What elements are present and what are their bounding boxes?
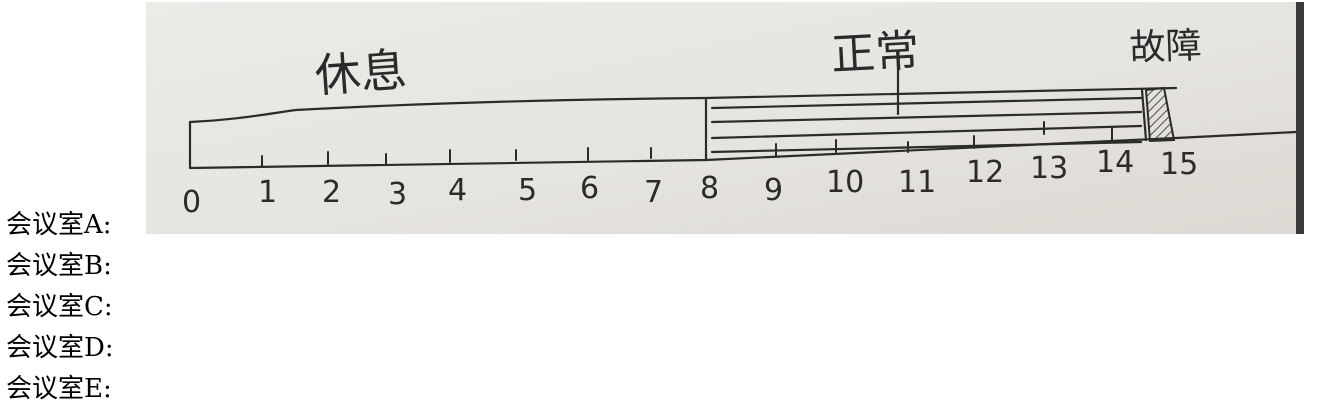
scale-number-4: 4 bbox=[448, 173, 467, 208]
hand-drawn-diagram-photo: 休息 正常 故障 0 1 2 3 4 5 6 7 8 9 10 11 12 13… bbox=[146, 2, 1304, 234]
scale-number-0: 0 bbox=[182, 185, 201, 220]
meeting-room-list: 会议室A: 会议室B: 会议室C: 会议室D: 会议室E: bbox=[6, 205, 114, 410]
scale-number-14: 14 bbox=[1096, 145, 1134, 180]
scale-number-15: 15 bbox=[1160, 147, 1198, 182]
scale-number-10: 10 bbox=[826, 165, 864, 200]
fault-label: 故障 bbox=[1129, 26, 1202, 69]
normal-section-line-1 bbox=[710, 96, 1143, 110]
meeting-room-c-label: 会议室C: bbox=[6, 292, 113, 322]
rest-label: 休息 bbox=[313, 43, 409, 103]
meeting-room-e-label: 会议室E: bbox=[6, 374, 112, 404]
scale-number-9: 9 bbox=[764, 173, 783, 208]
timeline-baseline-extension bbox=[1174, 130, 1298, 140]
scale-number-8: 8 bbox=[700, 171, 719, 206]
scale-number-11: 11 bbox=[898, 165, 936, 200]
scale-number-6: 6 bbox=[580, 171, 599, 206]
scale-number-7: 7 bbox=[644, 175, 663, 210]
paper-background bbox=[146, 2, 1304, 234]
paper-right-edge-shadow bbox=[1296, 2, 1304, 234]
meeting-room-b-label: 会议室B: bbox=[6, 251, 112, 281]
normal-section-line-3 bbox=[710, 124, 1143, 140]
fault-left-boundary bbox=[1140, 88, 1148, 142]
normal-label: 正常 bbox=[830, 25, 921, 81]
normal-section-line-4 bbox=[710, 140, 1143, 154]
scale-number-1: 1 bbox=[258, 175, 277, 210]
scale-number-13: 13 bbox=[1030, 151, 1068, 186]
scale-number-3: 3 bbox=[388, 177, 407, 212]
fault-hatched-block bbox=[1144, 86, 1176, 143]
meeting-room-d-label: 会议室D: bbox=[6, 333, 114, 363]
scale-number-2: 2 bbox=[322, 175, 341, 210]
scale-number-5: 5 bbox=[518, 173, 537, 208]
meeting-room-a-label: 会议室A: bbox=[6, 210, 112, 240]
timeline-bar-outline bbox=[188, 86, 1178, 170]
scale-number-12: 12 bbox=[966, 155, 1004, 190]
normal-section-line-2 bbox=[710, 110, 1143, 124]
